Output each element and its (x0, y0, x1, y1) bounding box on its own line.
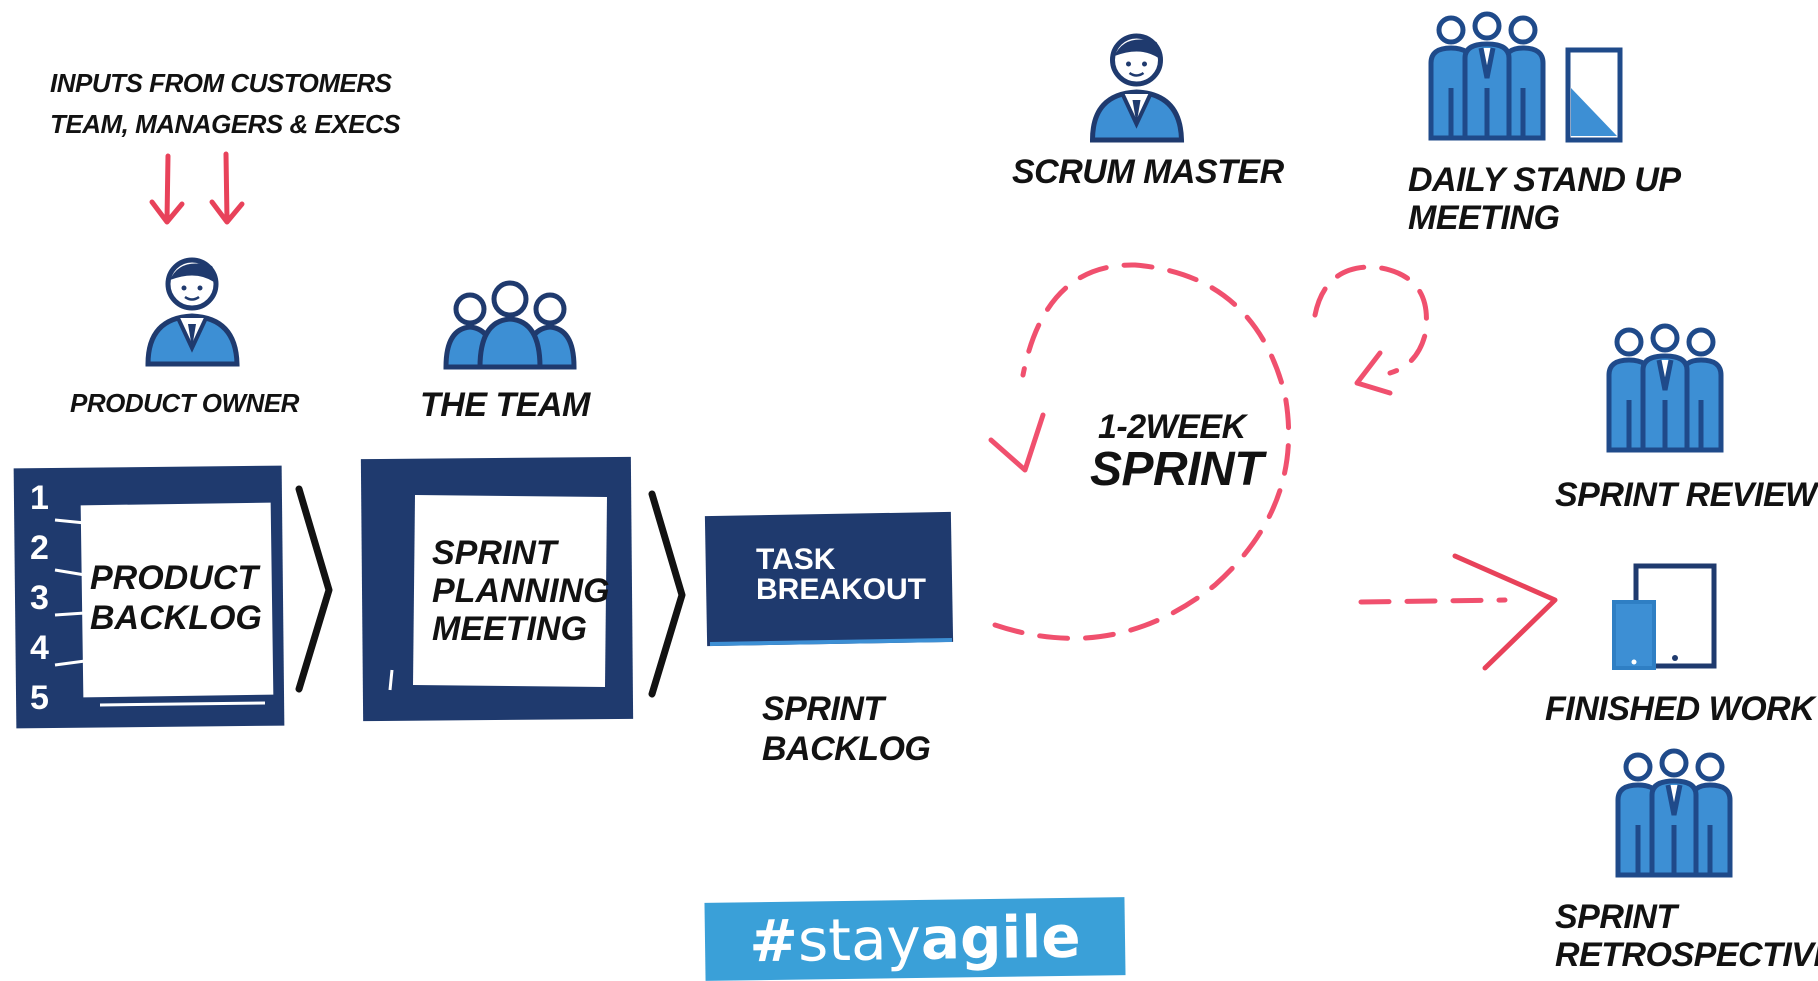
inputs-label-line2: TEAM, MANAGERS & EXECS (50, 109, 401, 139)
task-breakout-box (704, 511, 954, 647)
daily-standup-label-line2: MEETING (1408, 199, 1560, 237)
finished-work-devices-icon (1612, 563, 1717, 670)
hashtag-agile: agile (920, 902, 1082, 973)
sprint-cycle-loop (988, 262, 1429, 641)
team-group-icon (443, 280, 577, 370)
product-backlog-title-line1: PRODUCT (90, 559, 259, 597)
product-owner-label: PRODUCT OWNER (70, 388, 299, 418)
chevron-right-icon (648, 490, 686, 698)
sprint-planning-box (360, 456, 634, 722)
backlog-number-2: 2 (30, 529, 49, 567)
hashtag-hash: # (748, 906, 799, 976)
product-backlog-box (13, 465, 285, 729)
sprint-planning-title-line3: MEETING (432, 610, 587, 648)
product-owner-person-icon (145, 257, 240, 367)
sprint-length-label-line1: 1-2WEEK (1098, 408, 1246, 446)
sprint-review-label: SPRINT REVIEW (1555, 476, 1817, 514)
backlog-number-3: 3 (30, 579, 49, 617)
standup-team-with-board-icon (1428, 11, 1623, 143)
the-team-label: THE TEAM (420, 386, 590, 424)
sprint-planning-title-line2: PLANNING (432, 572, 610, 610)
backlog-number-1: 1 (30, 479, 49, 517)
sprint-planning-title-line1: SPRINT (432, 534, 557, 572)
sprint-retrospective-label-line2: RETROSPECTIVE (1555, 936, 1818, 974)
sprint-review-team-icon (1606, 323, 1724, 453)
sprint-retrospective-team-icon (1615, 748, 1733, 878)
inputs-label-line1: INPUTS FROM CUSTOMERS (50, 68, 392, 98)
task-breakout-line1: TASK (756, 543, 836, 576)
scrum-master-label: SCRUM MASTER (1012, 153, 1284, 191)
backlog-number-5: 5 (30, 679, 49, 717)
backlog-number-4: 4 (30, 629, 49, 667)
sprint-backlog-label-line2: BACKLOG (762, 730, 931, 768)
hashtag-stay: stay (797, 904, 922, 975)
down-arrows-icon (149, 151, 245, 225)
task-breakout-line2: BREAKOUT (756, 573, 926, 606)
chevron-right-icon (295, 485, 333, 693)
scrum-master-person-icon (1089, 33, 1185, 143)
sprint-length-label-line2: SPRINT (1090, 443, 1264, 496)
finished-work-label: FINISHED WORK (1545, 690, 1815, 728)
sprint-backlog-label-line1: SPRINT (762, 690, 884, 728)
product-backlog-title-line2: BACKLOG (90, 599, 262, 637)
daily-standup-label-line1: DAILY STAND UP (1408, 161, 1681, 199)
dashed-arrow-right-icon (1358, 553, 1558, 671)
sprint-retrospective-label-line1: SPRINT (1555, 898, 1677, 936)
